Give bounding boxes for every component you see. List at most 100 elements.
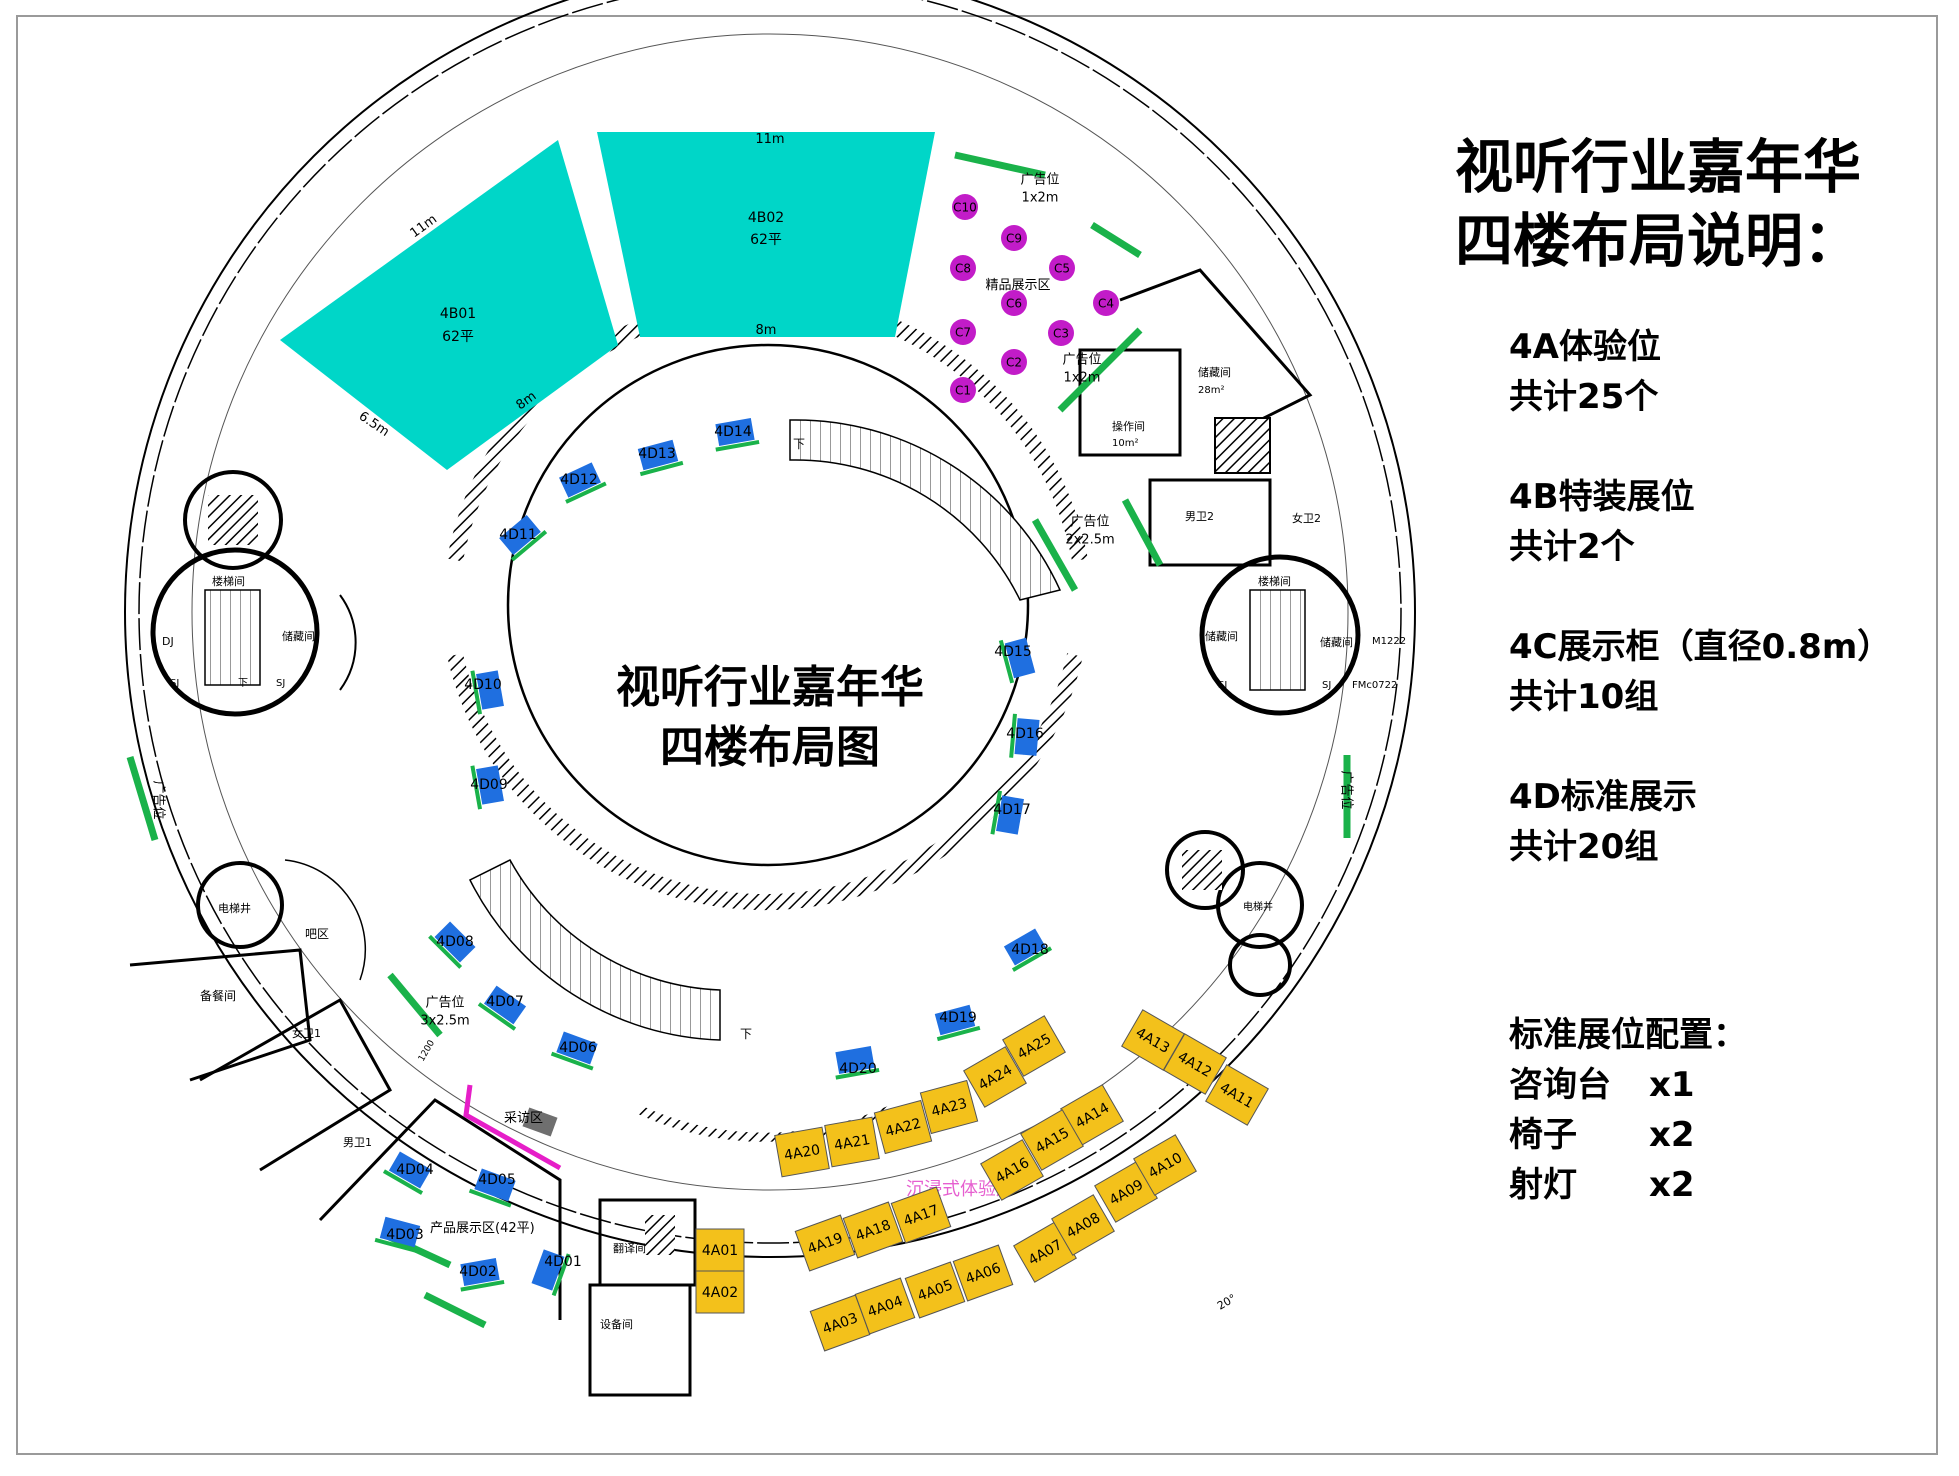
booth-4d20[interactable] xyxy=(831,1045,880,1080)
booth-4d08[interactable] xyxy=(428,919,478,969)
booth-4d14[interactable] xyxy=(711,417,760,452)
booth-4d19[interactable] xyxy=(931,1004,981,1042)
legend-d-count: 共计20组 xyxy=(1509,827,1659,867)
outer-ring-line xyxy=(191,33,1349,1191)
cabinet-c1[interactable] xyxy=(950,377,976,403)
interview-label: 采访区 xyxy=(504,1111,543,1126)
booth-4b01[interactable] xyxy=(280,140,618,470)
legend-c-name: 4C展示柜（直径0.8m） xyxy=(1509,627,1892,667)
cabinet-c7[interactable] xyxy=(950,319,976,345)
booth-4b02-area: 62平 xyxy=(750,232,782,248)
booth-4d12[interactable] xyxy=(555,461,607,504)
booth-box xyxy=(1003,928,1047,966)
booth-4a06[interactable]: 4A06 xyxy=(952,1244,1014,1302)
booth-4a23[interactable]: 4A23 xyxy=(919,1079,979,1135)
booth-4a09[interactable]: 4A09 xyxy=(1094,1161,1158,1223)
cabinet-c4[interactable] xyxy=(1093,290,1119,316)
booth-4a18[interactable]: 4A18 xyxy=(842,1201,904,1259)
booth-4d01[interactable] xyxy=(530,1246,571,1297)
booth-4d06[interactable] xyxy=(550,1030,602,1071)
booth-4a03[interactable]: 4A03 xyxy=(809,1294,871,1352)
ad-spot-label: 广告位 xyxy=(1070,515,1109,530)
cabinet-c6[interactable] xyxy=(1001,290,1027,316)
booth-label: 4A20 xyxy=(783,1142,822,1164)
sj-label: SJ xyxy=(1218,680,1227,691)
booth-box xyxy=(963,1046,1027,1108)
booth-4a07[interactable]: 4A07 xyxy=(1013,1221,1077,1283)
booth-box xyxy=(919,1079,979,1135)
cabinet-c8[interactable] xyxy=(950,255,976,281)
sj-label: SJ xyxy=(1322,680,1331,691)
booth-4a20[interactable]: 4A20 xyxy=(774,1126,830,1178)
booth-label: 4D18 xyxy=(1011,942,1049,958)
cabinet-c3[interactable] xyxy=(1048,320,1074,346)
stair-right-flight xyxy=(1249,589,1306,691)
cabinet-c10[interactable] xyxy=(952,194,978,220)
cabinet-c5[interactable] xyxy=(1049,255,1075,281)
booth-box xyxy=(379,1216,421,1248)
booth-4a08[interactable]: 4A08 xyxy=(1051,1194,1115,1256)
booth-4a22[interactable]: 4A22 xyxy=(873,1099,933,1155)
booth-4d09[interactable] xyxy=(470,761,504,810)
legend-c: 4C展示柜（直径0.8m） 共计10组 xyxy=(1509,622,1891,722)
elevator-right-label: 电梯井 xyxy=(1243,900,1273,913)
booth-4d02[interactable] xyxy=(456,1257,505,1292)
booth-label: 4D01 xyxy=(544,1254,582,1270)
booth-4a11[interactable]: 4A11 xyxy=(1205,1064,1269,1126)
ad-spot-size: 3x2.5m xyxy=(420,1014,469,1029)
operation-room-label: 操作间 xyxy=(1112,419,1145,433)
booth-4d17[interactable] xyxy=(990,790,1024,839)
booth-4d05[interactable] xyxy=(468,1167,520,1208)
cabinet-label: C7 xyxy=(955,326,971,340)
booth-box xyxy=(842,1201,904,1259)
booth-label: 4D08 xyxy=(436,934,474,950)
booth-4d16[interactable] xyxy=(1009,713,1040,760)
outer-wall-inner xyxy=(138,0,1402,1244)
booth-4d15[interactable] xyxy=(998,634,1036,684)
booth-box xyxy=(476,670,504,710)
booth-4a21[interactable]: 4A21 xyxy=(824,1116,880,1168)
booth-4a02[interactable]: 4A02 xyxy=(695,1270,745,1314)
legend-d-name: 4D标准展示 xyxy=(1509,777,1697,817)
booth-box xyxy=(1002,1015,1066,1077)
booth-4d13[interactable] xyxy=(634,439,684,477)
booth-box xyxy=(695,1228,745,1272)
booth-4a13[interactable]: 4A13 xyxy=(1121,1009,1185,1071)
booth-label: 4D06 xyxy=(559,1040,597,1056)
stair-tower-right xyxy=(1199,554,1361,716)
booth-4d03[interactable] xyxy=(374,1216,424,1254)
booth-4d04[interactable] xyxy=(382,1149,435,1195)
booth-4d07[interactable] xyxy=(477,983,530,1031)
booth-4a01[interactable]: 4A01 xyxy=(695,1228,745,1272)
booth-4d18[interactable] xyxy=(1000,926,1053,972)
booth-light-bar xyxy=(470,670,483,715)
booth-light-bar xyxy=(715,439,760,452)
booth-4d10[interactable] xyxy=(470,666,504,715)
cabinet-label: C2 xyxy=(1006,356,1022,370)
booth-4a19[interactable]: 4A19 xyxy=(794,1214,856,1272)
ad-bar xyxy=(1031,518,1079,592)
booth-4a10[interactable]: 4A10 xyxy=(1133,1134,1197,1196)
booth-4a17[interactable]: 4A17 xyxy=(890,1186,952,1244)
booth-box xyxy=(476,765,504,805)
booth-light-bar xyxy=(382,1169,424,1195)
booth-4a04[interactable]: 4A04 xyxy=(854,1277,916,1335)
booth-4a16[interactable]: 4A16 xyxy=(980,1139,1044,1201)
booth-4a24[interactable]: 4A24 xyxy=(963,1046,1027,1108)
cabinet-c2[interactable] xyxy=(1001,349,1027,375)
booth-4a15[interactable]: 4A15 xyxy=(1020,1109,1084,1171)
female-wc2-label: 女卫2 xyxy=(1292,511,1321,525)
booth-4a05[interactable]: 4A05 xyxy=(904,1261,966,1319)
cabinet-c9[interactable] xyxy=(1001,225,1027,251)
booth-4a25[interactable]: 4A25 xyxy=(1002,1015,1066,1077)
booth-box xyxy=(637,439,679,471)
booth-4a12[interactable]: 4A12 xyxy=(1163,1033,1227,1095)
booth-4b02[interactable] xyxy=(597,132,935,337)
booth-light-bar xyxy=(470,765,483,810)
cabinet-label: C5 xyxy=(1054,262,1070,276)
booth-4d11[interactable] xyxy=(496,512,548,562)
elevator-right-b xyxy=(1216,861,1304,949)
booth-box xyxy=(835,1046,875,1074)
